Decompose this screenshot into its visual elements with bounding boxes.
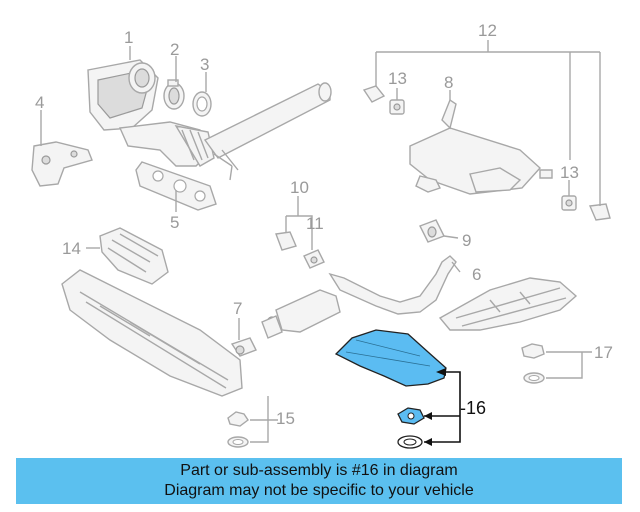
part-8-rear-muffler[interactable] (409, 98, 553, 195)
banner-line-1: Part or sub-assembly is #16 in diagram (180, 462, 458, 479)
part-3-gasket[interactable] (192, 91, 212, 117)
label-14: 14 (62, 239, 81, 258)
part-13-mount-lower[interactable] (561, 195, 577, 211)
left-heat-shield (61, 269, 243, 397)
part-14-heat-shield[interactable] (99, 227, 169, 285)
part-11-mount[interactable] (303, 249, 325, 269)
label-3: 3 (200, 55, 209, 74)
part-16-heat-shield-highlighted[interactable] (334, 329, 447, 387)
part-16-washer[interactable] (397, 435, 423, 449)
part-12-bracket-left[interactable] (362, 85, 386, 103)
part-5-flange-gasket[interactable] (135, 161, 217, 211)
label-7: 7 (233, 299, 242, 318)
label-16: -16 (460, 398, 486, 418)
part-7-hanger[interactable] (230, 337, 257, 357)
label-8: 8 (444, 73, 453, 92)
label-13-upper: 13 (388, 69, 407, 88)
part-6-center-pipe[interactable] (261, 255, 457, 339)
part-9-clamp[interactable] (419, 219, 445, 243)
label-4: 4 (35, 93, 44, 112)
part-4-bracket[interactable] (31, 141, 93, 187)
part-labels: 1 2 3 4 5 14 7 10 11 6 12 13 8 13 9 15 1… (35, 21, 613, 428)
label-15: 15 (276, 409, 295, 428)
label-9: 9 (462, 231, 471, 250)
label-13-lower: 13 (560, 163, 579, 182)
label-10: 10 (290, 178, 309, 197)
info-banner: Part or sub-assembly is #16 in diagram D… (16, 458, 622, 504)
part-1-catalytic-converter[interactable] (87, 59, 215, 167)
part-2-clamp[interactable] (163, 79, 185, 110)
label-17: 17 (594, 343, 613, 362)
banner-line-2: Diagram may not be specific to your vehi… (164, 482, 474, 499)
label-6: 6 (472, 265, 481, 284)
part-15-hardware[interactable] (227, 396, 278, 448)
label-11: 11 (306, 214, 324, 233)
label-12: 12 (478, 21, 497, 40)
part-16-nut[interactable] (397, 407, 425, 425)
part-10-mount[interactable] (275, 231, 297, 251)
part-17-heat-shield[interactable] (438, 277, 578, 384)
part-12-bracket-right[interactable] (588, 203, 611, 221)
label-5: 5 (170, 213, 179, 232)
part-16-callout-lines (424, 368, 461, 446)
label-2: 2 (170, 40, 179, 59)
leader-lines (40, 46, 461, 340)
label-1: 1 (124, 28, 133, 47)
front-exhaust-pipe (203, 82, 332, 181)
part-13-mount-upper[interactable] (389, 99, 405, 115)
